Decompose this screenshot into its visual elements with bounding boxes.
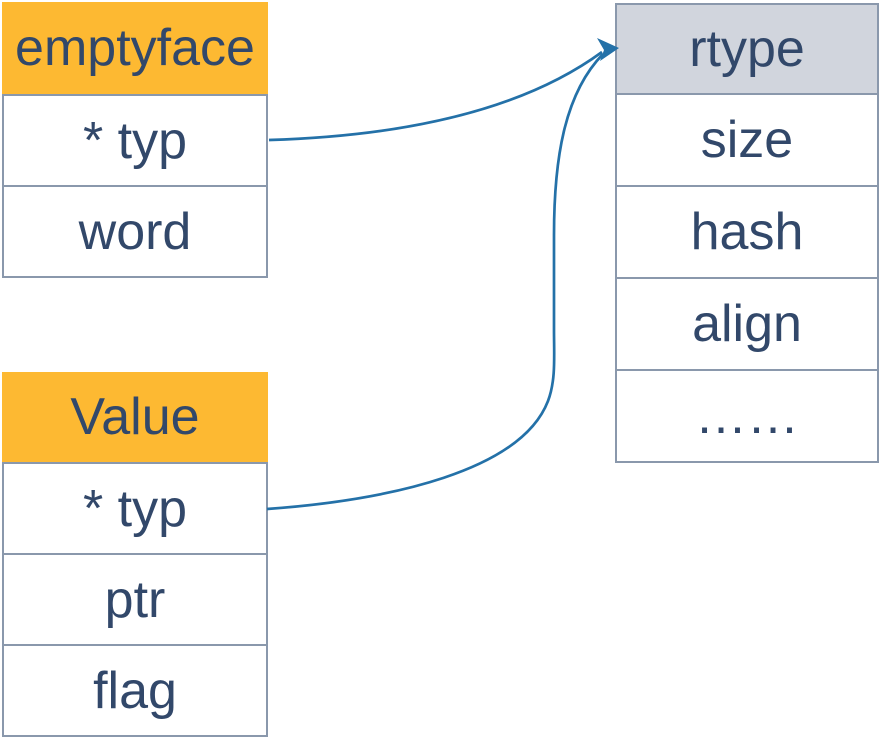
table-row-word: word	[2, 185, 268, 278]
arrow-value-typ-to-rtype	[266, 53, 604, 511]
struct-table-rtype: rtype size hash align ……	[615, 3, 879, 463]
struct-table-value: Value * typ ptr flag	[2, 372, 268, 737]
table-row-size: size	[615, 93, 879, 187]
table-row-flag: flag	[2, 644, 268, 737]
table-row-align: align	[615, 277, 879, 371]
table-header-value: Value	[2, 372, 268, 462]
table-row-hash: hash	[615, 185, 879, 279]
table-header-emptyface: emptyface	[2, 2, 268, 94]
arrow-emptyface-typ-to-rtype	[268, 50, 603, 142]
table-header-rtype: rtype	[615, 3, 879, 95]
table-row-ptr: ptr	[2, 553, 268, 646]
table-row-ellipsis: ……	[615, 369, 879, 463]
table-row-typ: * typ	[2, 462, 268, 555]
struct-table-emptyface: emptyface * typ word	[2, 2, 268, 278]
table-row-typ: * typ	[2, 94, 268, 187]
